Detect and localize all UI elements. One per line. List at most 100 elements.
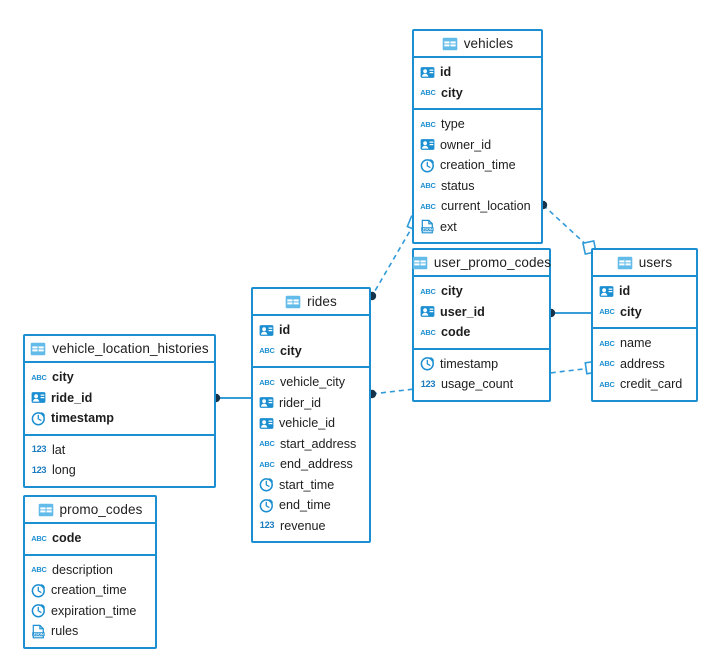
column-start_address[interactable]: ABC start_address xyxy=(253,434,369,455)
column-label: timestamp xyxy=(440,356,499,371)
column-label: code xyxy=(441,325,471,340)
column-end_time[interactable]: end_time xyxy=(253,495,369,516)
table-header-user_promo_codes[interactable]: user_promo_codes xyxy=(412,250,551,277)
table-grid-icon xyxy=(30,342,46,356)
json-icon: JSON xyxy=(31,624,46,639)
primary-key-column-user_id[interactable]: user_id xyxy=(414,302,549,323)
table-grid-icon xyxy=(38,503,54,517)
abc-type-icon: ABC xyxy=(420,327,436,337)
column-label: name xyxy=(620,336,652,351)
primary-key-column-ride_id[interactable]: ride_id xyxy=(25,388,214,409)
table-header-users[interactable]: users xyxy=(593,250,696,277)
column-creation_time[interactable]: creation_time xyxy=(414,155,541,176)
table-header-promo_codes[interactable]: promo_codes xyxy=(25,497,155,524)
table-grid-icon xyxy=(412,256,428,270)
table-title: promo_codes xyxy=(59,502,143,517)
table-title: vehicle_location_histories xyxy=(52,341,209,356)
id-card-icon xyxy=(420,65,435,80)
column-label: revenue xyxy=(280,518,326,533)
column-label: address xyxy=(620,356,665,371)
column-revenue[interactable]: 123 revenue xyxy=(253,516,369,537)
column-label: vehicle_city xyxy=(280,375,346,390)
clock-icon xyxy=(259,498,274,513)
column-timestamp[interactable]: timestamp xyxy=(414,354,549,375)
primary-key-column-id[interactable]: id xyxy=(253,320,369,341)
column-label: city xyxy=(620,304,642,319)
abc-type-icon: ABC xyxy=(420,201,436,211)
abc-type-icon: ABC xyxy=(420,286,436,296)
column-label: end_time xyxy=(279,498,331,513)
abc-type-icon: ABC xyxy=(259,346,275,356)
number-type-icon: 123 xyxy=(31,464,47,475)
abc-type-icon: ABC xyxy=(599,379,615,389)
column-address[interactable]: ABC address xyxy=(593,354,696,375)
number-type-icon: 123 xyxy=(420,378,436,389)
abc-type-icon: ABC xyxy=(31,565,47,575)
table-grid-icon xyxy=(617,256,633,270)
number-type-icon: 123 xyxy=(259,520,275,531)
table-grid-icon xyxy=(442,37,458,51)
table-header-vehicles[interactable]: vehicles xyxy=(414,31,541,58)
column-label: start_address xyxy=(280,436,357,451)
primary-key-column-id[interactable]: id xyxy=(593,281,696,302)
clock-icon xyxy=(259,477,274,492)
primary-key-column-id[interactable]: id xyxy=(414,62,541,83)
column-rider_id[interactable]: rider_id xyxy=(253,393,369,414)
abc-type-icon: ABC xyxy=(259,439,275,449)
column-label: code xyxy=(52,531,82,546)
id-card-icon xyxy=(420,304,435,319)
column-label: timestamp xyxy=(51,411,114,426)
clock-icon xyxy=(420,356,435,371)
column-current_location[interactable]: ABC current_location xyxy=(414,196,541,217)
column-label: expiration_time xyxy=(51,603,137,618)
column-label: id xyxy=(279,323,291,338)
primary-key-column-timestamp[interactable]: timestamp xyxy=(25,408,214,429)
column-owner_id[interactable]: owner_id xyxy=(414,135,541,156)
table-header-rides[interactable]: rides xyxy=(253,289,369,316)
table-title: users xyxy=(638,255,673,270)
primary-key-column-code[interactable]: ABC code xyxy=(414,322,549,343)
clock-icon xyxy=(31,603,46,618)
column-vehicle_id[interactable]: vehicle_id xyxy=(253,413,369,434)
column-expiration_time[interactable]: expiration_time xyxy=(25,601,155,622)
abc-type-icon: ABC xyxy=(420,119,436,129)
table-header-vehicle_location_histories[interactable]: vehicle_location_histories xyxy=(25,336,214,363)
abc-type-icon: ABC xyxy=(31,372,47,382)
abc-type-icon: ABC xyxy=(599,359,615,369)
column-label: current_location xyxy=(441,199,531,214)
column-label: creation_time xyxy=(440,158,516,173)
id-card-icon xyxy=(259,416,274,431)
column-start_time[interactable]: start_time xyxy=(253,475,369,496)
column-creation_time[interactable]: creation_time xyxy=(25,580,155,601)
